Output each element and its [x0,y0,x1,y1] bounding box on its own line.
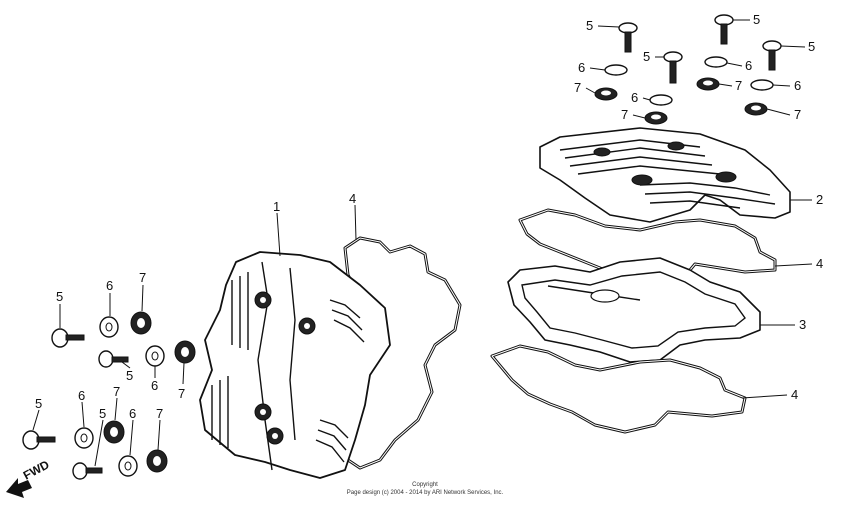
head-cover-gasket-lower [490,344,747,434]
front-cover-grommets [103,311,196,473]
forward-direction-indicator: FWD [6,457,52,498]
callout-numbers: 1 4 2 4 3 4 5 5 5 5 6 6 6 6 7 7 7 7 5 6 … [35,12,823,421]
callout-5-rear-c: 5 [643,49,650,64]
copyright-notice: Copyright Page design (c) 2004 - 2014 by… [347,482,504,496]
callout-5-rear-a: 5 [586,18,593,33]
callout-6-front-b: 6 [151,378,158,393]
callout-6-rear-d: 6 [794,78,801,93]
callout-5-front-a: 5 [56,289,63,304]
front-cover-washers [74,316,165,477]
callout-5-rear-b: 5 [753,12,760,27]
callout-7-front-c: 7 [113,384,120,399]
callout-7-rear-d: 7 [794,107,801,122]
callout-4-front: 4 [349,191,356,206]
cylinder-head-cover-front [199,251,391,479]
bolt-5-rear-d [762,40,782,71]
copyright-line-2: Page design (c) 2004 - 2014 by ARI Netwo… [347,490,504,496]
callout-7-front-b: 7 [178,386,185,401]
bolt-5-front-b [98,350,129,368]
callout-5-front-b: 5 [126,368,133,383]
bolt-5-rear-c [663,51,683,84]
bolt-5-front-d [72,462,103,480]
callout-1: 1 [273,199,280,214]
callout-4-lower: 4 [791,387,798,402]
fwd-arrow-icon [6,478,32,498]
callout-6-front-d: 6 [129,406,136,421]
callout-4-upper: 4 [816,256,823,271]
callout-2: 2 [816,192,823,207]
callout-5-rear-d: 5 [808,39,815,54]
callout-7-front-a: 7 [139,270,146,285]
callout-7-rear-c: 7 [621,107,628,122]
rear-cover-bolts [618,14,782,84]
washer-6-rear-d [750,79,774,91]
callout-7-rear-a: 7 [574,80,581,95]
bolt-5-rear-a [618,22,638,53]
bolt-5-front-a [51,328,85,348]
bolt-5-front-c [22,430,56,450]
callout-5-front-d: 5 [99,406,106,421]
callout-7-front-d: 7 [156,406,163,421]
callout-leaders [32,19,813,467]
rear-cover-washers [604,56,774,106]
head-cover-separator-plate [507,257,761,363]
rear-cover-grommets [594,77,768,125]
callout-6-front-c: 6 [78,388,85,403]
cylinder-head-cover-rear [539,127,791,223]
callout-6-rear-b: 6 [745,58,752,73]
washer-6-rear-a [604,64,628,76]
callout-3: 3 [799,317,806,332]
callout-6-rear-c: 6 [631,90,638,105]
head-cover-gasket-upper [518,208,777,288]
copyright-line-1: Copyright [412,482,438,488]
front-cover-bolts [22,328,129,480]
fwd-label: FWD [21,457,52,482]
bolt-5-rear-b [714,14,734,45]
callout-6-front-a: 6 [106,278,113,293]
callout-6-rear-a: 6 [578,60,585,75]
callout-7-rear-b: 7 [735,78,742,93]
washer-6-rear-b [704,56,728,68]
washer-6-rear-c [649,94,673,106]
callout-5-front-c: 5 [35,396,42,411]
